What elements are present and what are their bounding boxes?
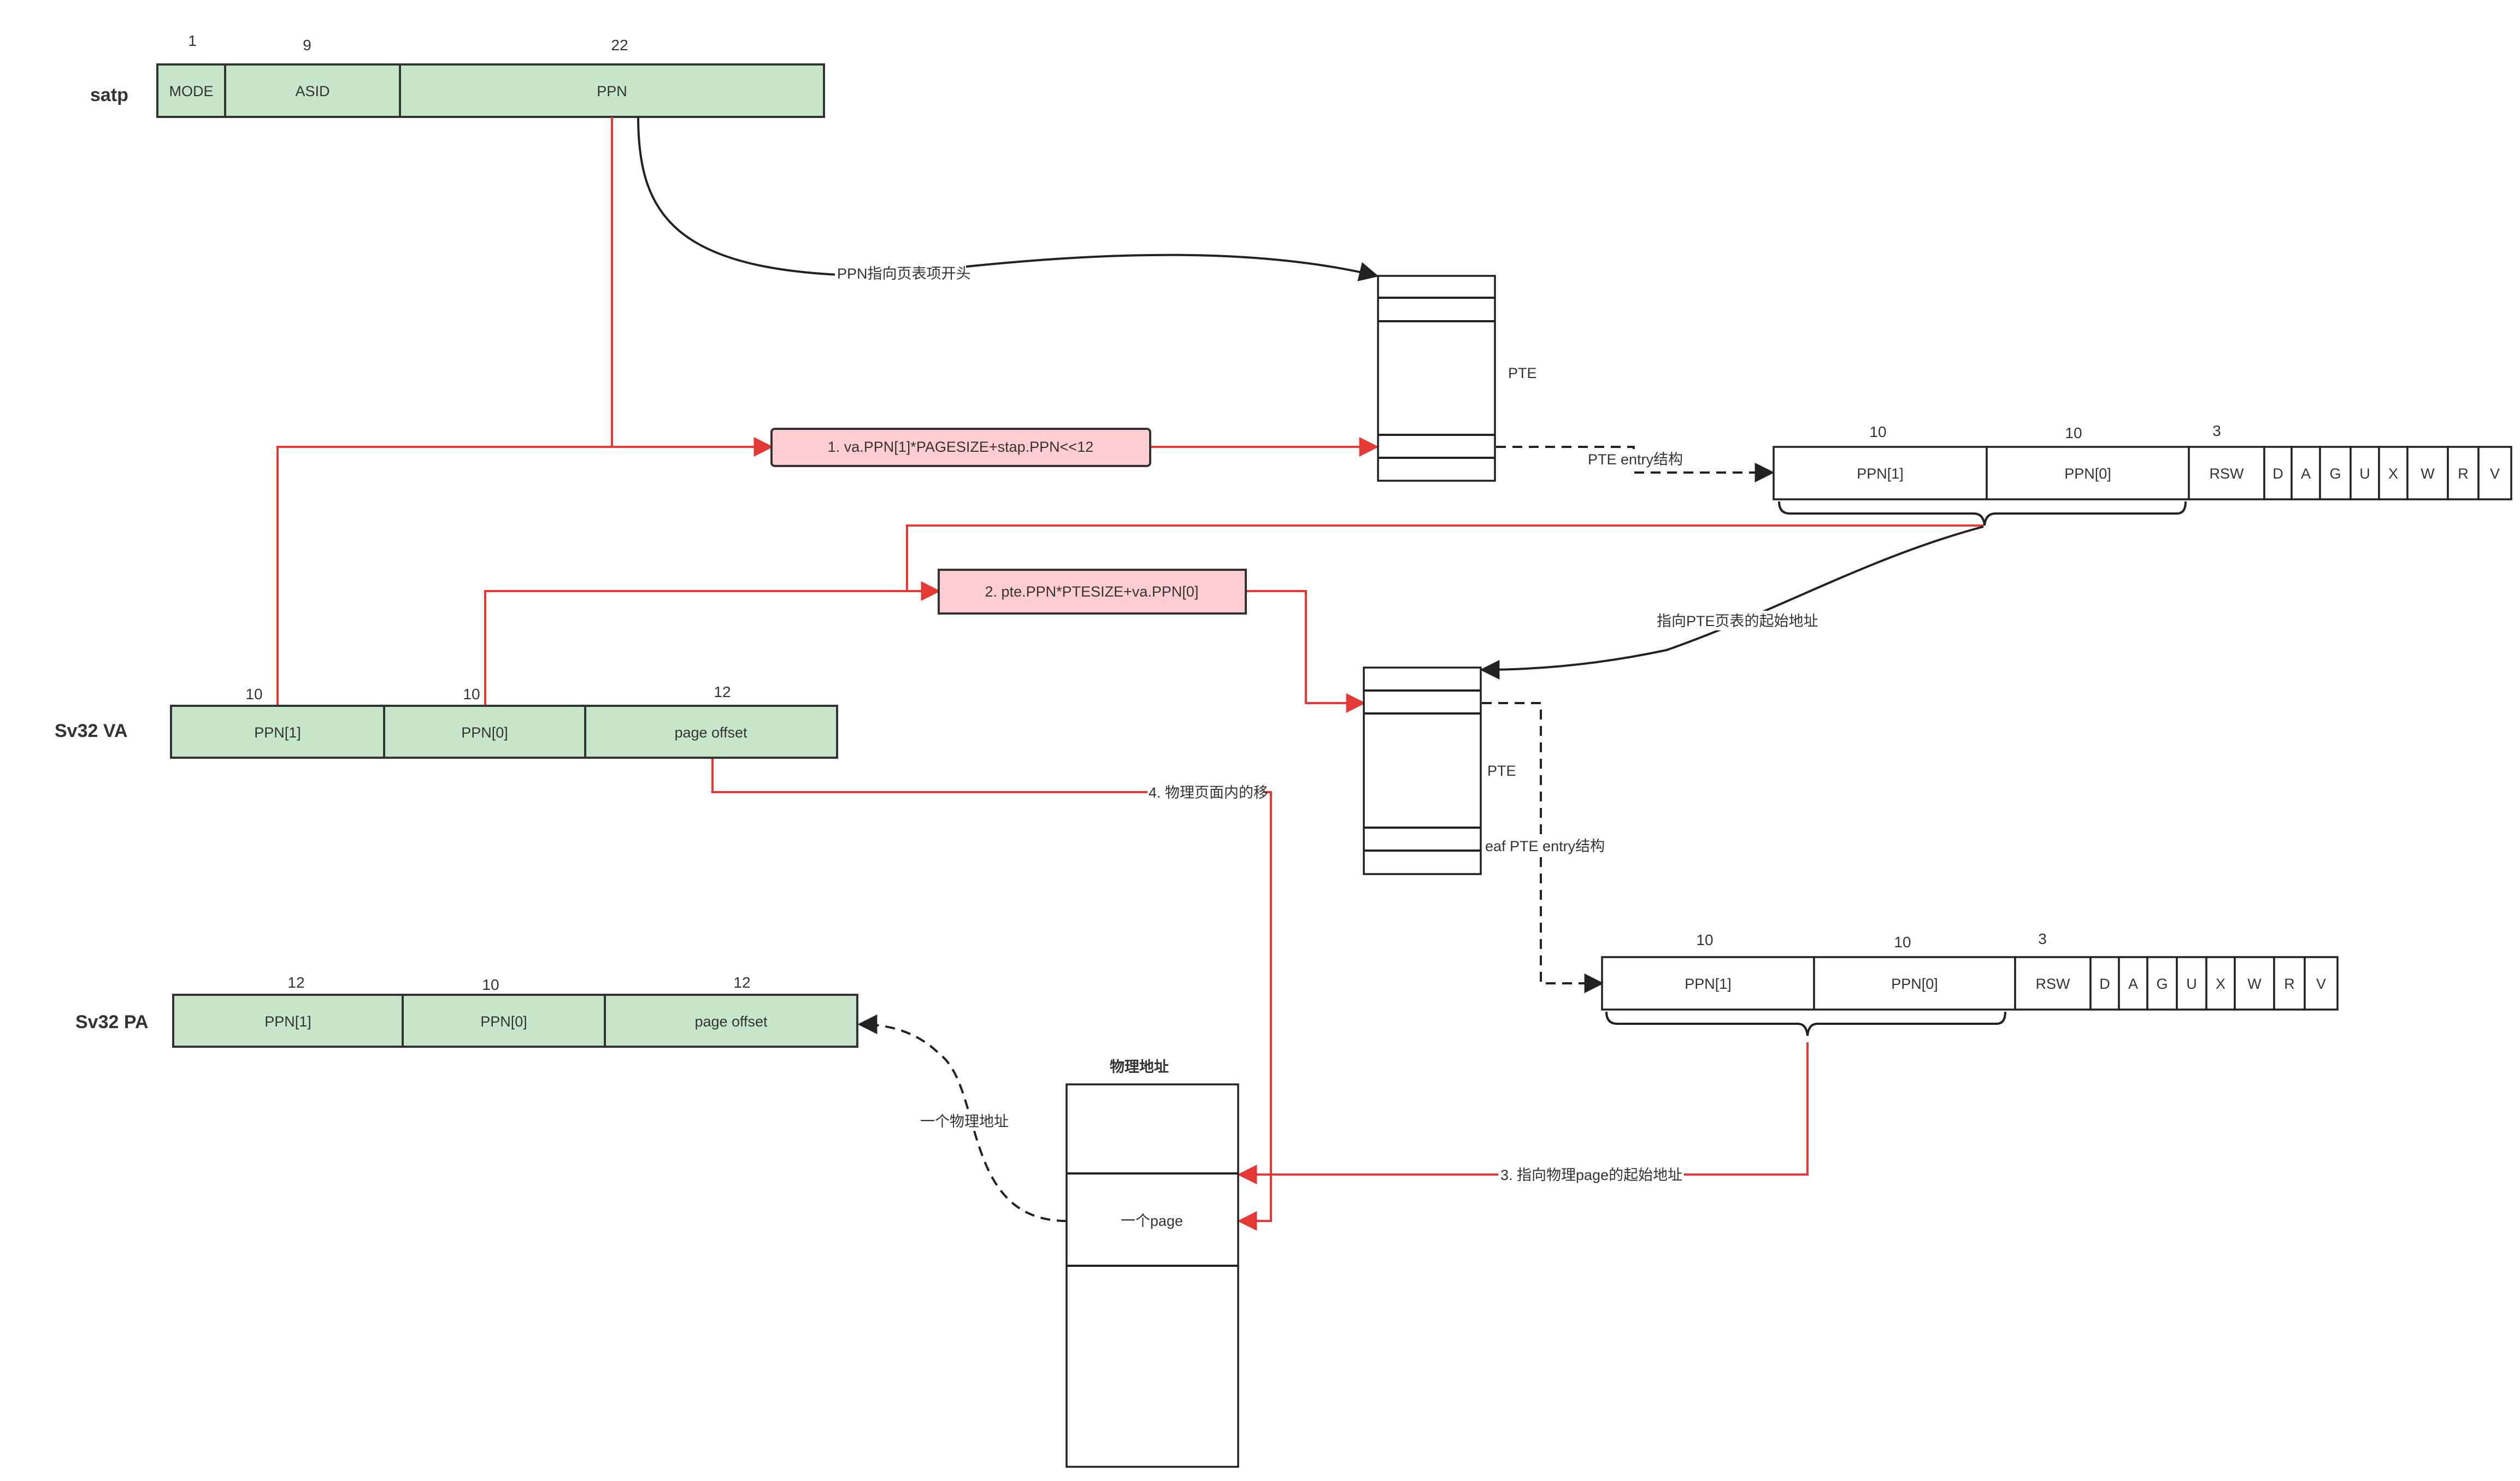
leaf-entry-x: X bbox=[2216, 976, 2225, 992]
satp-title: satp bbox=[90, 85, 128, 105]
offset-to-page-red-line bbox=[711, 758, 1272, 1231]
va-ppn0-width: 10 bbox=[463, 686, 480, 703]
leaf-entry-a: A bbox=[2128, 976, 2138, 992]
pa-title: Sv32 PA bbox=[75, 1012, 149, 1032]
pa-register: PPN[1] PPN[0] page offset 12 10 12 bbox=[172, 974, 858, 1048]
step2-label: 2. pte.PPN*PTESIZE+va.PPN[0] bbox=[985, 583, 1199, 600]
entry-to-pte2-arrow bbox=[1480, 526, 1984, 680]
ppn-to-table-label: PPN指向页表项开头 bbox=[837, 265, 971, 282]
pte-entry-a: A bbox=[2301, 465, 2311, 482]
leaf-entry-ppn0-width: 10 bbox=[1894, 934, 1911, 951]
leaf-entry-ppn1: PPN[1] bbox=[1685, 976, 1732, 992]
pte-entry-v: V bbox=[2490, 465, 2500, 482]
satp-asid-field bbox=[224, 63, 401, 118]
pte-entry-structure: PPN[1] PPN[0] RSW D A G U X W R V 10 10 … bbox=[1773, 422, 2512, 526]
pte-entry-ppn1: PPN[1] bbox=[1857, 465, 1904, 482]
pte-table-2: PTE bbox=[1363, 666, 1516, 875]
pa-offset-width: 12 bbox=[733, 974, 750, 991]
va-ppn1-field bbox=[170, 705, 385, 759]
leaf-entry-structure: PPN[1] PPN[0] RSW D A G U X W R V 10 10 … bbox=[1601, 930, 2339, 1036]
pte-entry-r: R bbox=[2458, 465, 2469, 482]
leaf-entry-rsw-width: 3 bbox=[2038, 930, 2047, 947]
va-ppn0-field bbox=[383, 705, 586, 759]
leaf-struct-label: eaf PTE entry结构 bbox=[1485, 838, 1605, 854]
pa-ppn0-field bbox=[402, 994, 606, 1048]
physical-memory: 一个page bbox=[1065, 1083, 1239, 1468]
leaf-entry-u: U bbox=[2186, 976, 2197, 992]
pa-ppn0-width: 10 bbox=[482, 976, 499, 993]
satp-asid-width: 9 bbox=[303, 37, 311, 54]
physical-memory-frame bbox=[1065, 1083, 1239, 1468]
va-ppn1-label: PPN[1] bbox=[254, 724, 301, 741]
pa-offset-label: page offset bbox=[694, 1013, 768, 1030]
va-ppn1-red-line bbox=[276, 437, 774, 706]
va-offset-width: 12 bbox=[714, 683, 731, 700]
leaf-entry-ppn1-width: 10 bbox=[1696, 931, 1713, 948]
ppn-to-table-arrow bbox=[637, 116, 1379, 281]
leaf-entry-g: G bbox=[2156, 976, 2168, 992]
step4-label: 4. 物理页面内的移 bbox=[1149, 784, 1268, 801]
pte-entry-w: W bbox=[2421, 465, 2435, 482]
pte-entry-ppn1-width: 10 bbox=[1869, 423, 1886, 440]
step1-label: 1. va.PPN[1]*PAGESIZE+stap.PPN<<12 bbox=[828, 439, 1094, 455]
pte-entry-struct-label: PTE entry结构 bbox=[1588, 451, 1683, 468]
leaf-entry-rsw: RSW bbox=[2036, 976, 2071, 992]
satp-mode-label: MODE bbox=[169, 83, 214, 99]
va-offset-field bbox=[584, 705, 838, 759]
satp-register: MODE ASID PPN 1 9 22 bbox=[156, 32, 825, 118]
pa-offset-field bbox=[604, 994, 858, 1048]
pa-ppn1-label: PPN[1] bbox=[264, 1013, 311, 1030]
pte-table-1-frame bbox=[1377, 275, 1496, 482]
pte-table-2-frame bbox=[1363, 666, 1482, 875]
pa-ppn0-label: PPN[0] bbox=[480, 1013, 527, 1030]
pte-entry-ppn0-width: 10 bbox=[2065, 424, 2082, 441]
step1-box bbox=[770, 428, 1151, 467]
step2-to-pte2-arrow bbox=[1246, 590, 1366, 713]
physmem-title: 物理地址 bbox=[1110, 1059, 1169, 1075]
leaf-to-page-red-line bbox=[1237, 1042, 1809, 1184]
leaf-entry-ppn0: PPN[0] bbox=[1891, 976, 1938, 992]
va-register: PPN[1] PPN[0] page offset 10 10 12 bbox=[170, 683, 838, 759]
va-offset-label: page offset bbox=[674, 724, 747, 741]
to-pte-table-label: 指向PTE页表的起始地址 bbox=[1657, 613, 1818, 629]
step3-label: 3. 指向物理page的起始地址 bbox=[1500, 1167, 1682, 1183]
va-ppn0-label: PPN[0] bbox=[461, 724, 508, 741]
leaf-entry-d: D bbox=[2099, 976, 2110, 992]
leaf-entry-w: W bbox=[2247, 976, 2262, 992]
pte-table-2-label: PTE bbox=[1487, 763, 1516, 779]
va-ppn0-red-line bbox=[484, 581, 941, 706]
satp-asid-label: ASID bbox=[295, 83, 329, 99]
satp-mode-field bbox=[156, 63, 226, 118]
satp-mode-width: 1 bbox=[188, 32, 197, 49]
entry-to-step2-red-line bbox=[906, 524, 1983, 591]
pte-entry-x: X bbox=[2388, 465, 2398, 482]
pte-table-1-label: PTE bbox=[1508, 365, 1537, 381]
leaf-entry-v: V bbox=[2316, 976, 2326, 992]
step2-box bbox=[938, 569, 1247, 615]
pte-entry-rsw-width: 3 bbox=[2212, 422, 2221, 439]
one-phys-addr-label: 一个物理地址 bbox=[920, 1113, 1009, 1130]
pte-entry-g: G bbox=[2329, 465, 2341, 482]
page-label: 一个page bbox=[1121, 1213, 1183, 1229]
pte-entry-u: U bbox=[2359, 465, 2370, 482]
va-title: Sv32 VA bbox=[55, 721, 128, 741]
pte-entry-d: D bbox=[2272, 465, 2283, 482]
pa-ppn1-width: 12 bbox=[287, 974, 304, 991]
pte-entry-brace bbox=[1778, 501, 2187, 526]
satp-ppn-label: PPN bbox=[597, 83, 627, 99]
va-ppn1-width: 10 bbox=[245, 686, 262, 703]
pte-table-1: PTE bbox=[1377, 275, 1537, 482]
pte-entry-rsw: RSW bbox=[2210, 465, 2245, 482]
pte-entry-ppn0: PPN[0] bbox=[2064, 465, 2111, 482]
leaf-entry-brace bbox=[1605, 1011, 2006, 1036]
leaf-entry-r: R bbox=[2284, 976, 2295, 992]
satp-ppn-width: 22 bbox=[611, 37, 628, 54]
